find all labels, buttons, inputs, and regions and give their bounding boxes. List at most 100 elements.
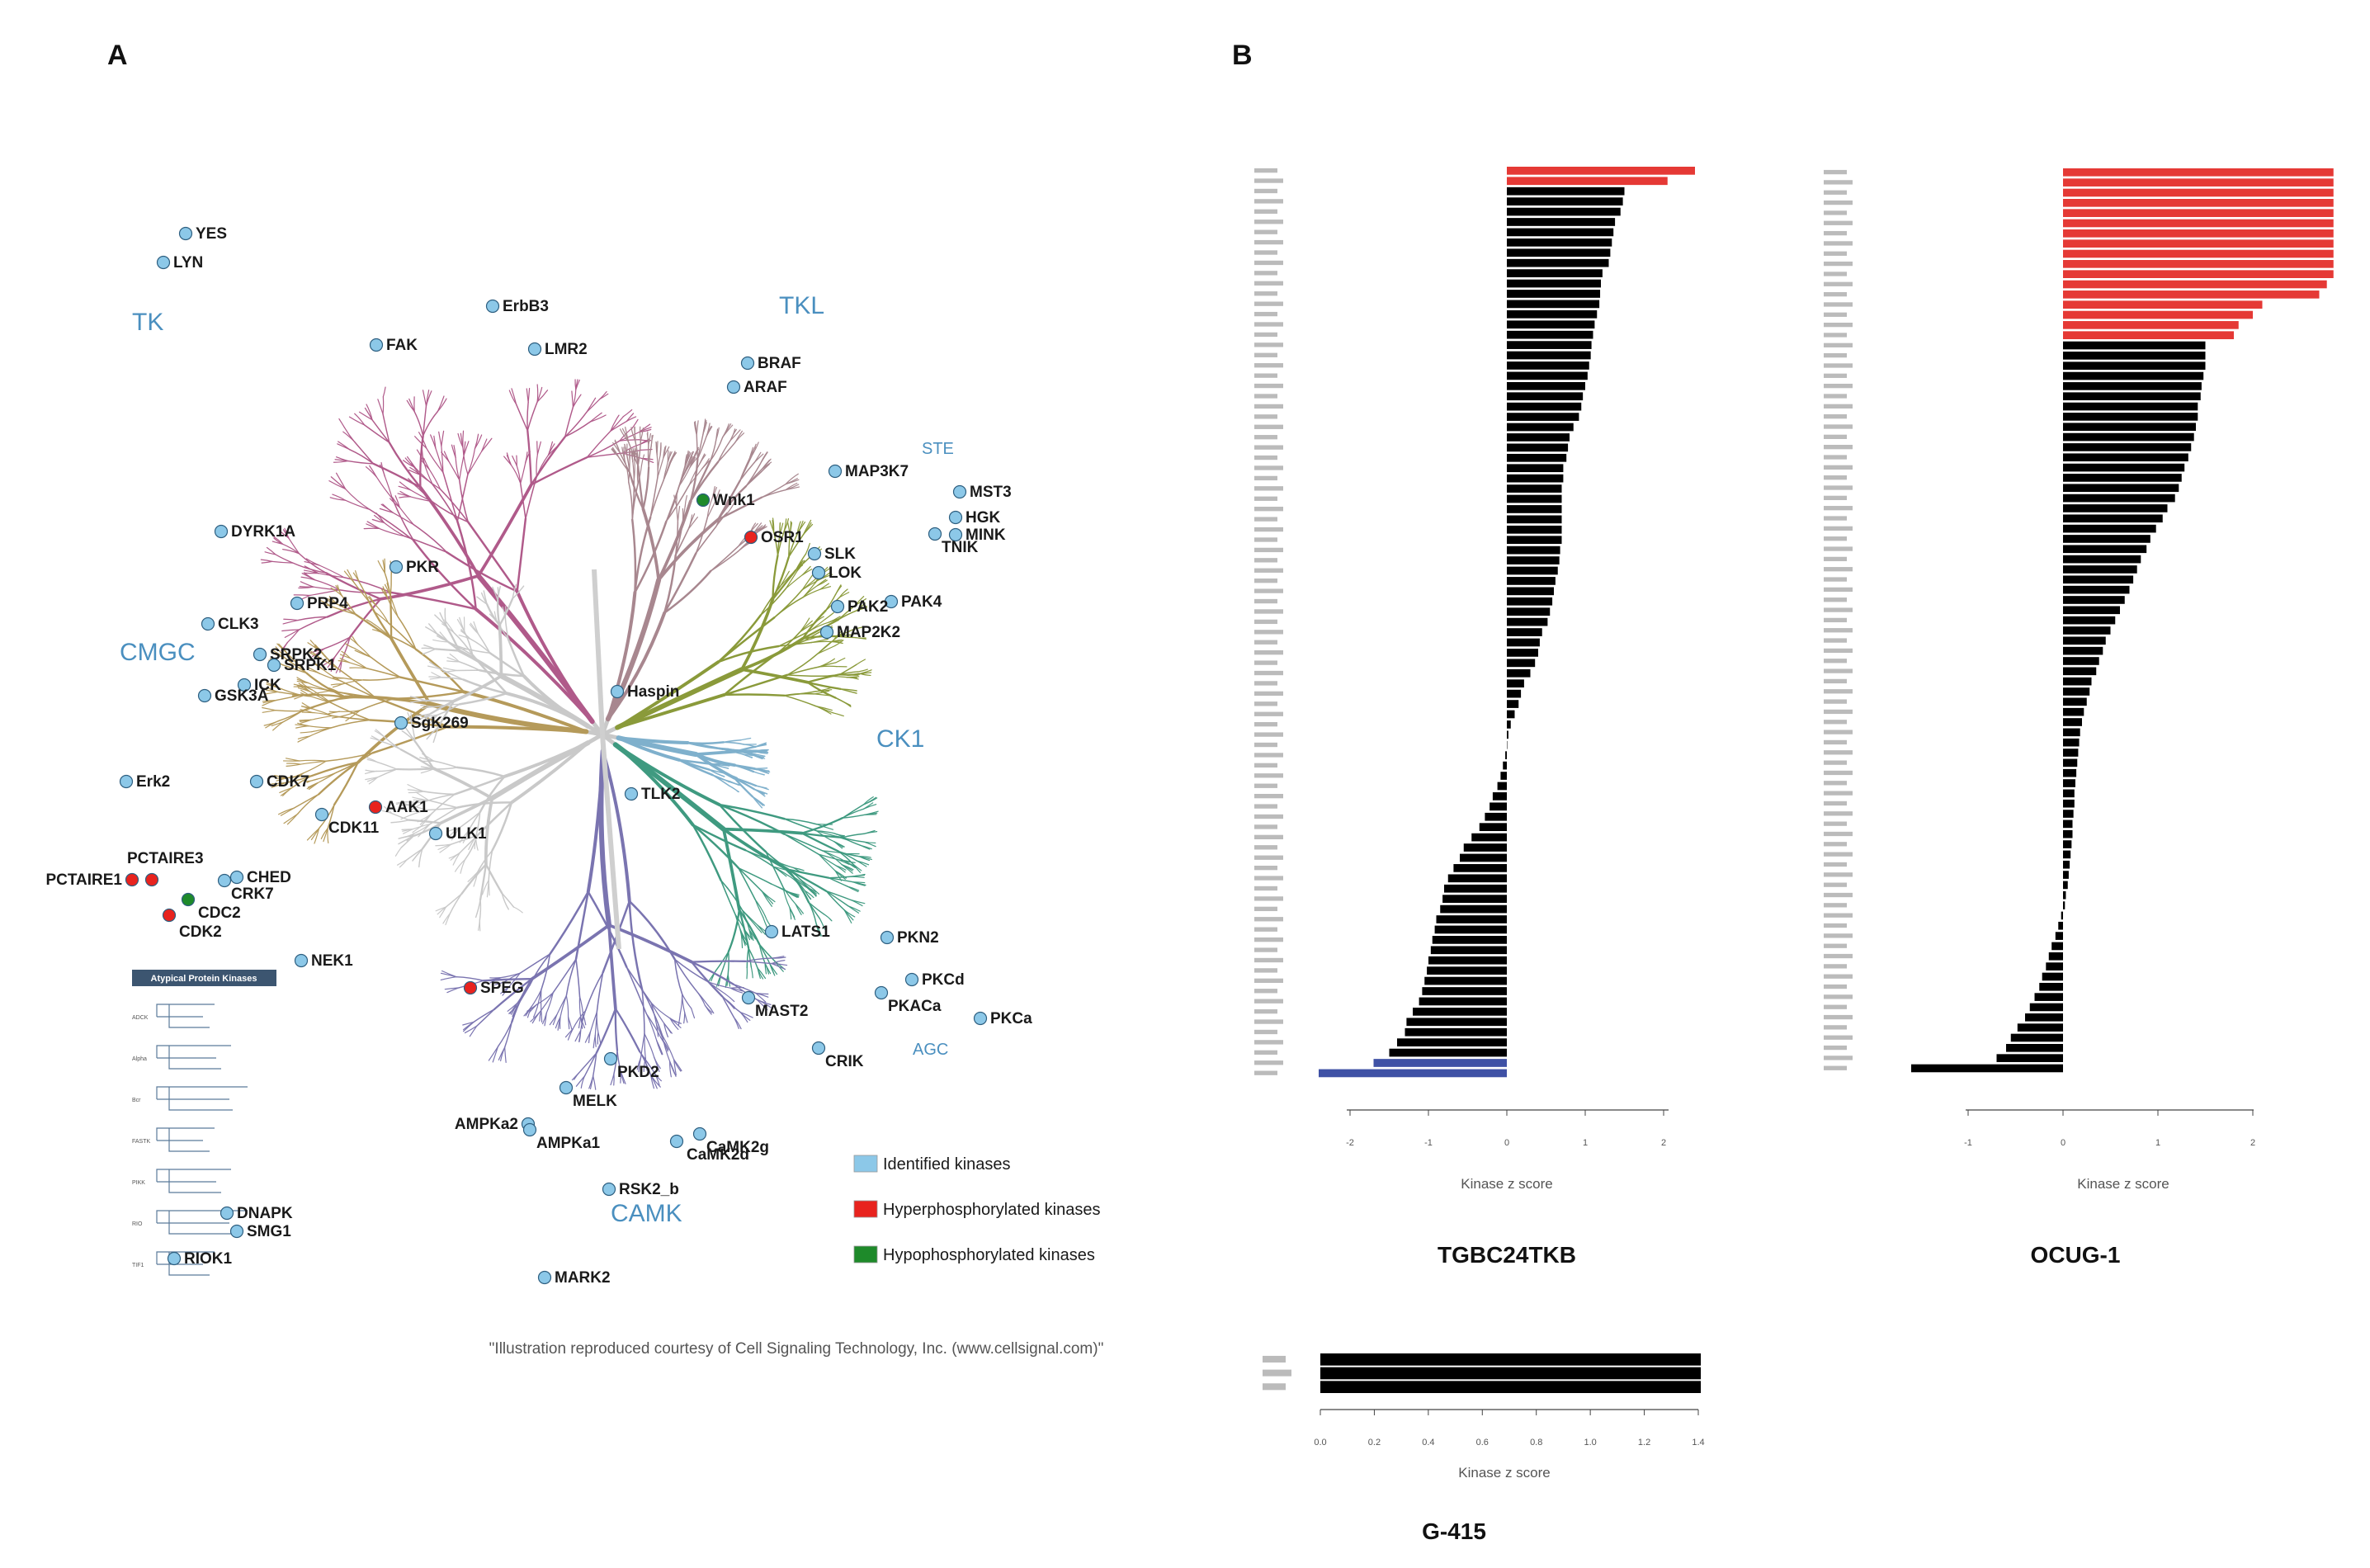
illustration-credit: "Illustration reproduced courtesy of Cel…	[489, 1340, 1104, 1358]
atypical-tree-bcr	[156, 1086, 248, 1111]
bar-31	[2063, 474, 2182, 482]
bar-45	[2063, 616, 2116, 625]
bar-78	[1428, 956, 1507, 965]
bar-label-mark-81	[1824, 984, 1847, 989]
bar-label-mark-48	[1254, 650, 1283, 655]
x-tick-label-4: 1	[1583, 1138, 1588, 1148]
kinase-dnapk: DNAPK	[220, 1205, 293, 1222]
atypical-label-bcr: Bcr	[132, 1098, 141, 1103]
bar-1	[1507, 167, 1695, 175]
bar-label-mark-76	[1824, 933, 1853, 938]
bar-14	[2063, 300, 2263, 309]
bar-label-mark-46	[1254, 630, 1283, 635]
kinase-dot-srpk2	[253, 647, 267, 662]
kinase-ulk1: ULK1	[428, 825, 487, 843]
bar-label-mark-47	[1254, 640, 1277, 645]
bar-label-mark-77	[1824, 943, 1847, 948]
bar-label-mark-70	[1254, 876, 1283, 881]
kinase-label-nek1: NEK1	[311, 952, 353, 970]
bar-23	[1507, 392, 1584, 401]
bar-label-mark-57	[1254, 742, 1277, 748]
x-tick-label-7: 1.2	[1638, 1438, 1650, 1448]
kinase-label-ulk1: ULK1	[446, 825, 487, 843]
bar-26	[2063, 423, 2196, 432]
bar-38	[1507, 545, 1560, 555]
bar-29	[1507, 453, 1567, 462]
bar-77	[2051, 942, 2063, 951]
bar-7	[2063, 229, 2334, 238]
kinase-dot-pctaire1	[125, 872, 139, 887]
bar-label-mark-24	[1254, 404, 1283, 409]
kinase-aak1: AAK1	[368, 799, 428, 816]
bar-label-mark-40	[1824, 567, 1853, 572]
kinase-label-mink: MINK	[965, 527, 1006, 544]
bar-4	[1507, 197, 1623, 205]
bar-86	[2010, 1033, 2063, 1042]
kinase-riok1: RIOK1	[167, 1250, 233, 1268]
bar-label-mark-80	[1254, 978, 1283, 984]
bar-17	[2063, 331, 2234, 340]
bar-label-mark-84	[1254, 1019, 1283, 1024]
bar-label-mark-39	[1824, 556, 1847, 562]
kinase-pctaire1: PCTAIRE1	[45, 871, 139, 889]
bar-label-mark-65	[1254, 824, 1277, 829]
bar-label-mark-19	[1824, 352, 1847, 358]
bar-25	[1507, 413, 1579, 421]
kinase-pctaire3: PCTAIRE3	[127, 850, 204, 887]
kinase-lats1: LATS1	[764, 923, 830, 941]
bar-label-mark-79	[1824, 964, 1847, 969]
bar-label-mark-43	[1824, 597, 1847, 602]
bar-64	[2063, 810, 2074, 818]
bar-63	[2063, 799, 2075, 808]
kinase-label-crk7: CRK7	[231, 886, 274, 903]
bar-label-mark-13	[1254, 291, 1277, 296]
bar-88	[1996, 1054, 2063, 1062]
bar-61	[1497, 782, 1507, 791]
bar-17	[1507, 330, 1593, 339]
kinase-label-wnk1: Wnk1	[713, 492, 755, 509]
bar-1	[2063, 168, 2334, 177]
bar-label-mark-34	[1254, 507, 1283, 512]
bar-72	[1442, 895, 1507, 904]
kinase-dot-braf	[740, 356, 755, 371]
bar-label-mark-83	[1254, 1008, 1277, 1014]
kinase-pak4: PAK4	[884, 593, 942, 611]
kinase-label-prp4: PRP4	[307, 595, 348, 612]
kinase-cdk7: CDK7	[249, 773, 309, 791]
bar-label-mark-58	[1824, 750, 1853, 755]
bar-35	[2063, 514, 2163, 523]
kinase-label-erbb3: ErbB3	[503, 298, 549, 315]
x-tick-label-3: 0.4	[1422, 1438, 1434, 1448]
bar-8	[2063, 239, 2334, 248]
bar-48	[2063, 646, 2103, 655]
kinase-prp4: PRP4	[290, 595, 348, 612]
bar-57	[2063, 738, 2080, 747]
atypical-tree-rio	[156, 1210, 248, 1235]
bar-52	[1507, 689, 1522, 698]
bar-18	[2063, 341, 2206, 350]
bar-label-mark-9	[1824, 251, 1847, 256]
bar-label-mark-89	[1254, 1070, 1277, 1075]
bar-label-mark-50	[1254, 670, 1283, 676]
kinase-speg: SPEG	[463, 980, 524, 997]
bar-label-mark-34	[1824, 506, 1853, 511]
bar-label-mark-15	[1824, 312, 1847, 317]
bar-27	[1507, 433, 1570, 442]
kinase-label-gsk3a: GSK3A	[215, 687, 269, 705]
bar-label-mark-49	[1824, 659, 1847, 664]
bar-label-mark-78	[1254, 957, 1283, 963]
bar-label-mark-81	[1254, 989, 1277, 994]
bar-label-mark-51	[1824, 678, 1847, 684]
kinase-dot-cdk11	[314, 807, 329, 822]
bar-label-mark-37	[1824, 536, 1847, 541]
bar-label-mark-6	[1254, 220, 1283, 224]
bar-12	[2063, 280, 2327, 289]
bar-label-mark-59	[1824, 760, 1847, 765]
kinase-label-lok: LOK	[829, 564, 862, 582]
kinome-tree	[260, 379, 879, 1090]
kinase-dot-camk2g	[692, 1126, 707, 1141]
bar-label-mark-4	[1824, 200, 1853, 205]
bar-label-mark-14	[1254, 301, 1283, 306]
bar-label-mark-66	[1824, 831, 1853, 837]
